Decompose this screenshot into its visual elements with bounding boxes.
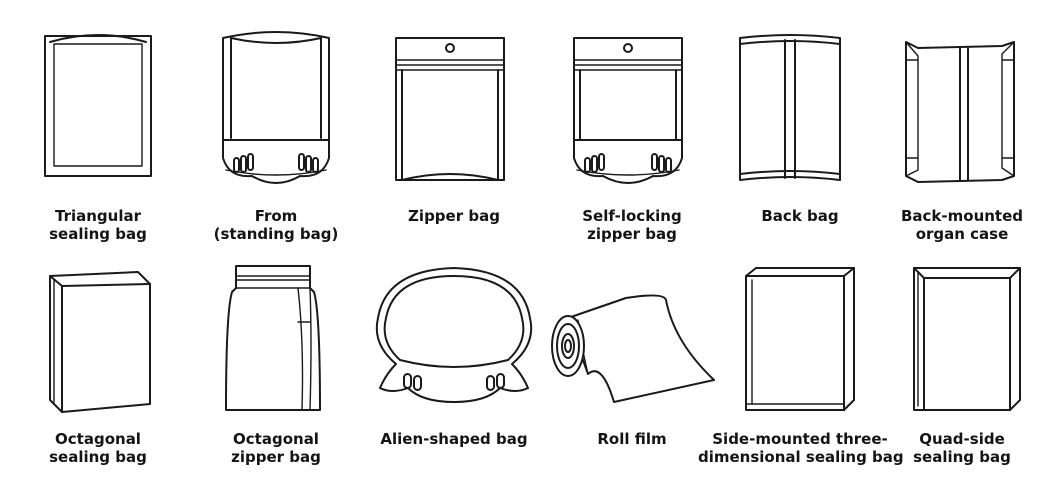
bag-caption: Back bag <box>698 207 902 225</box>
caption-line: organ case <box>915 225 1009 243</box>
side-mounted-three-dimensional-sealing-bag-icon <box>745 267 855 411</box>
caption-line: Roll film <box>597 430 667 448</box>
bag-caption: Alien-shaped bag <box>352 430 556 448</box>
bag-caption: Zipper bag <box>352 207 556 225</box>
standing-bag-icon <box>222 31 330 184</box>
zipper-bag-icon <box>395 37 505 181</box>
caption-line: Self-locking <box>582 207 682 225</box>
alien-shaped-bag-icon <box>375 267 533 403</box>
back-bag-icon <box>739 34 841 181</box>
caption-line: Quad-side <box>919 430 1005 448</box>
bag-caption: Back-mounted organ case <box>860 207 1060 243</box>
caption-line: Triangular <box>54 207 141 225</box>
self-locking-zipper-bag-icon <box>573 37 683 184</box>
quad-side-sealing-bag-icon <box>913 267 1021 411</box>
octagonal-sealing-bag-icon <box>49 271 151 413</box>
caption-line: From <box>254 207 298 225</box>
octagonal-zipper-bag-icon <box>225 265 321 411</box>
bag-caption: Roll film <box>530 430 734 448</box>
caption-line: zipper bag <box>587 225 677 243</box>
caption-line: sealing bag <box>49 448 147 466</box>
caption-line: Back bag <box>761 207 839 225</box>
caption-line: Octagonal <box>55 430 141 448</box>
bag-caption: Side-mounted three- dimensional sealing … <box>698 430 904 466</box>
caption-line: Back-mounted <box>900 207 1024 225</box>
caption-line: Zipper bag <box>408 207 500 225</box>
bag-caption: Self-locking zipper bag <box>530 207 734 243</box>
bag-caption: Octagonal zipper bag <box>174 430 378 466</box>
caption-line: sealing bag <box>49 225 147 243</box>
caption-line: zipper bag <box>231 448 321 466</box>
bag-caption: Triangular sealing bag <box>0 207 200 243</box>
caption-line: (standing bag) <box>213 225 339 243</box>
caption-line: Alien-shaped bag <box>380 430 528 448</box>
bag-caption: Octagonal sealing bag <box>0 430 200 466</box>
bag-caption: From (standing bag) <box>174 207 378 243</box>
triangular-sealing-bag-icon <box>44 34 152 177</box>
bag-caption: Quad-side sealing bag <box>860 430 1060 466</box>
back-mounted-organ-case-icon <box>905 41 1015 183</box>
caption-line: Side-mounted three- <box>712 430 888 448</box>
roll-film-icon <box>551 294 715 403</box>
caption-line: dimensional sealing bag <box>698 448 904 466</box>
caption-line: sealing bag <box>913 448 1011 466</box>
caption-line: Octagonal <box>233 430 319 448</box>
